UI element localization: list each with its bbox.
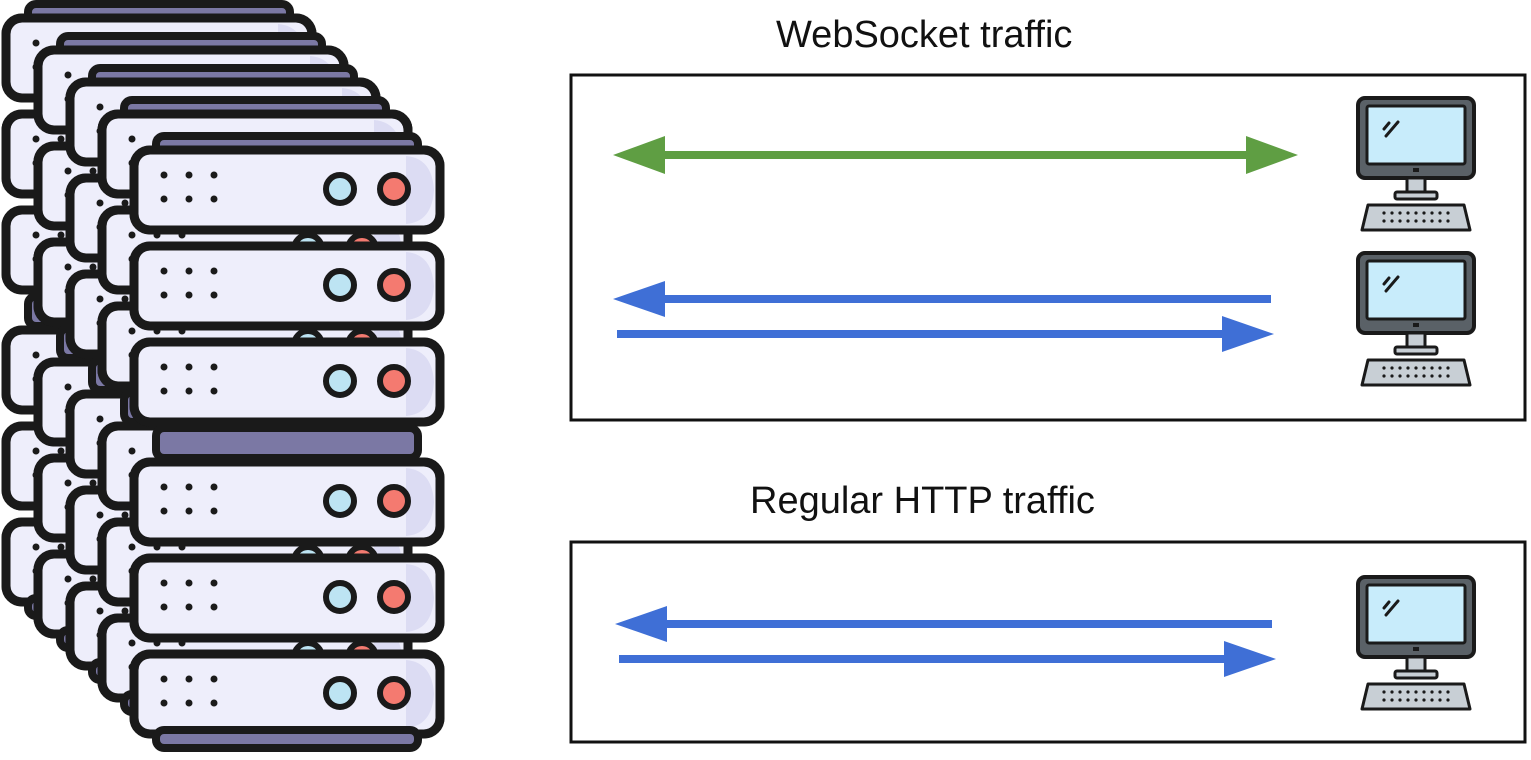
websocket-traffic-box bbox=[569, 73, 1527, 422]
server-unit bbox=[134, 150, 440, 230]
http-response-arrow bbox=[619, 641, 1276, 677]
desktop-computer-icon bbox=[1356, 251, 1476, 387]
server-rack-icon bbox=[6, 0, 440, 752]
http-request-arrow bbox=[615, 606, 1272, 642]
server-unit bbox=[134, 462, 440, 542]
http-traffic-box bbox=[569, 540, 1527, 744]
desktop-computer-icon bbox=[1356, 575, 1476, 711]
websocket-request-arrow bbox=[613, 281, 1271, 317]
server-unit bbox=[134, 654, 440, 734]
websocket-bidirectional-arrow bbox=[613, 136, 1298, 174]
server-unit bbox=[134, 558, 440, 638]
server-unit bbox=[134, 342, 440, 422]
http-traffic-title: Regular HTTP traffic bbox=[750, 480, 1095, 522]
front-server-tower bbox=[134, 132, 440, 752]
server-unit bbox=[134, 246, 440, 326]
websocket-traffic-title: WebSocket traffic bbox=[776, 14, 1073, 56]
desktop-computer-icon bbox=[1356, 96, 1476, 232]
websocket-response-arrow bbox=[617, 316, 1274, 352]
